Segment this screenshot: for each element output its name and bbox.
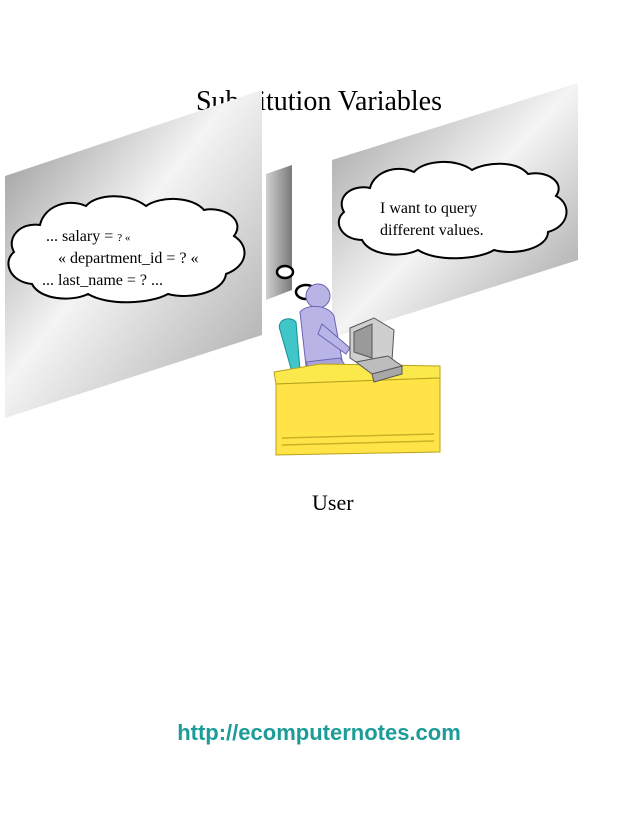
user-label: User	[312, 490, 354, 515]
right-bubble-line-2: different values.	[380, 222, 484, 239]
computer-monitor	[349, 317, 404, 383]
left-bubble-line-1-prefix: ... salary =	[46, 228, 118, 245]
footer-link[interactable]: http://ecomputernotes.com	[177, 720, 461, 745]
chair	[278, 318, 301, 373]
left-bubble-line-3: ... last_name = ? ...	[42, 272, 163, 289]
left-bubble-line-1-suffix: ? «	[117, 232, 131, 244]
left-thought-bubble	[7, 195, 246, 304]
left-bubble-line-1: ... salary = ? «	[46, 226, 130, 249]
thought-circle-small-1	[275, 264, 295, 280]
desk-front	[275, 377, 441, 456]
right-bubble-line-1: I want to query	[380, 200, 478, 217]
center-strip	[266, 165, 292, 300]
left-bubble-line-2: « department_id = ? «	[58, 250, 199, 267]
right-thought-bubble	[337, 160, 568, 260]
